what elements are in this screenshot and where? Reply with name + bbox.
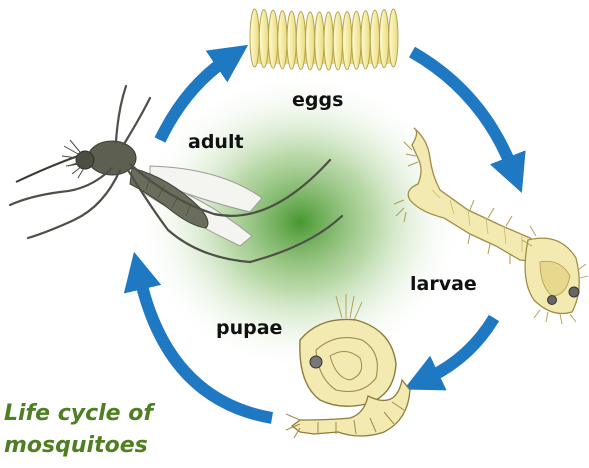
egg (343, 12, 352, 70)
egg (250, 9, 259, 67)
egg (269, 10, 278, 68)
caption-line-2: mosquitoes (4, 430, 153, 462)
egg (380, 10, 389, 68)
egg (333, 12, 342, 70)
label-pupae: pupae (216, 317, 282, 339)
arrow-larvae-to-pupae (428, 318, 494, 378)
egg (315, 12, 324, 70)
center-glow (135, 72, 465, 372)
egg (352, 11, 361, 69)
egg-raft-icon (250, 9, 398, 70)
egg (324, 12, 333, 70)
label-adult: adult (188, 131, 244, 153)
diagram-caption: Life cycle of mosquitoes (4, 398, 153, 462)
egg (278, 11, 287, 69)
egg (370, 10, 379, 68)
caption-line-1: Life cycle of (4, 398, 153, 430)
egg (296, 12, 305, 70)
label-larvae: larvae (410, 273, 477, 295)
label-eggs: eggs (292, 89, 343, 111)
egg (287, 11, 296, 69)
egg (306, 12, 315, 70)
egg (361, 11, 370, 69)
egg (259, 10, 268, 68)
egg (389, 9, 398, 67)
